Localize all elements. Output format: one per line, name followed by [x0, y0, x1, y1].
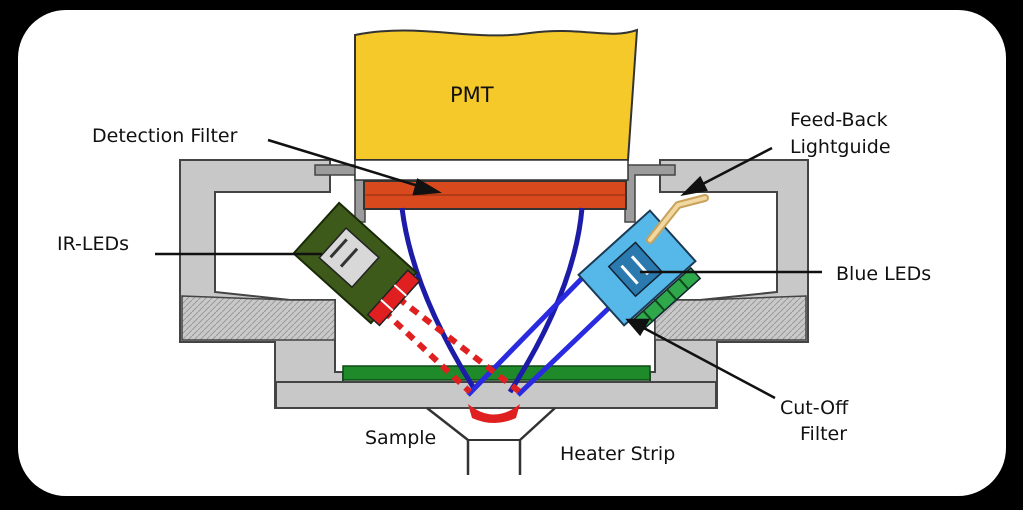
label-pmt: PMT [450, 83, 494, 107]
label-blue-leds: Blue LEDs [836, 263, 931, 285]
ir-led-module [292, 201, 421, 327]
sample-drop [468, 404, 520, 423]
label-heater-strip: Heater Strip [560, 443, 675, 465]
label-cutoff-line2: Filter [800, 423, 847, 445]
blue-led-module [577, 209, 702, 333]
heater-strip [426, 407, 556, 475]
label-sample: Sample [365, 427, 436, 449]
label-cutoff-line1: Cut-Off [780, 397, 849, 419]
housing [179, 159, 809, 409]
white-panel [18, 10, 1006, 496]
label-ir-leds: IR-LEDs [57, 233, 129, 255]
leader-lines [155, 138, 822, 400]
pmt-window [354, 159, 629, 181]
label-feedback-line1: Feed-Back [790, 109, 888, 131]
label-feedback-line2: Lightguide [790, 136, 891, 158]
label-detection-filter: Detection Filter [92, 125, 238, 147]
pmt-body [354, 28, 639, 161]
